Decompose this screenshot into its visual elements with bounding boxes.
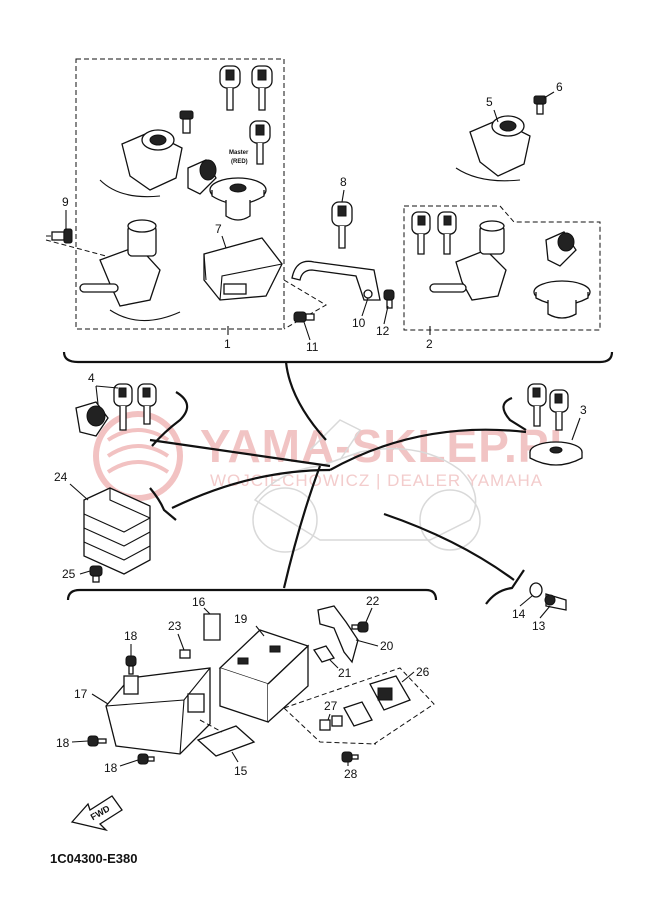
- pad-icon: [312, 645, 336, 663]
- callout-13: 13: [532, 619, 546, 633]
- callout-5: 5: [486, 95, 493, 109]
- master-key-color: (RED): [231, 159, 248, 165]
- screw-icon: [341, 751, 359, 763]
- callout-20: 20: [380, 639, 394, 653]
- relay-icon: [343, 701, 373, 727]
- callout-28: 28: [344, 767, 358, 781]
- screw-icon: [533, 95, 547, 115]
- screw-icon: [383, 289, 395, 309]
- battery-icon: [218, 629, 310, 723]
- callout-15: 15: [234, 764, 248, 778]
- callout-18a: 18: [124, 629, 138, 643]
- callout-6: 6: [556, 80, 563, 94]
- key-icon: [137, 383, 157, 425]
- screw-icon: [125, 655, 137, 675]
- battery-band-icon: [317, 605, 359, 664]
- fwd-arrow-icon: FWD: [70, 795, 123, 832]
- fuse-icon: [179, 649, 191, 659]
- seat-lock-icon: [545, 231, 577, 267]
- screw-icon: [293, 311, 315, 323]
- key-icon: [251, 65, 273, 111]
- callout-10: 10: [352, 316, 366, 330]
- master-key-label: Master: [229, 150, 249, 156]
- screw-icon: [137, 753, 155, 765]
- fuel-cap-icon: [529, 441, 583, 466]
- callout-18b: 18: [56, 736, 70, 750]
- main-switch-icon: [429, 220, 507, 301]
- callout-26: 26: [416, 665, 430, 679]
- key-icon: [527, 383, 547, 427]
- callout-25: 25: [62, 567, 76, 581]
- callout-12: 12: [376, 324, 390, 338]
- motorcycle-silhouette: [252, 419, 481, 553]
- relay-cover-icon: [369, 675, 411, 711]
- fuel-cap-icon: [209, 177, 267, 221]
- group-1-frame: [75, 58, 285, 330]
- watermark-brand: YAMA-SKLEP.PL: [200, 420, 579, 472]
- callout-4: 4: [88, 371, 95, 385]
- lock-cylinder-icon: [99, 129, 183, 198]
- callout-9: 9: [62, 195, 69, 209]
- lock-cylinder-icon: [455, 115, 531, 182]
- bracket-icon: [291, 260, 381, 301]
- seat-lock-icon: [75, 401, 109, 437]
- callout-19: 19: [234, 612, 248, 626]
- gasket-icon: [529, 582, 543, 598]
- callout-24: 24: [54, 470, 68, 484]
- callout-3: 3: [580, 403, 587, 417]
- battery-sheet-icon: [196, 725, 256, 757]
- watermark-logo-icon: [93, 411, 183, 501]
- screw-icon: [89, 565, 103, 583]
- screw-icon: [351, 621, 369, 633]
- diagram-code: 1C04300-E380: [50, 851, 137, 866]
- fuel-cap-icon: [533, 280, 591, 319]
- sensor-icon: [544, 593, 567, 611]
- master-key-icon: [249, 120, 271, 165]
- callout-2: 2: [426, 337, 433, 351]
- watermark-subtitle: WOJCIECHOWICZ | DEALER YAMAHA: [210, 471, 543, 490]
- callout-27: 27: [324, 699, 338, 713]
- group-brace-top: [62, 351, 614, 364]
- watermark: YAMA-SKLEP.PL WOJCIECHOWICZ | DEALER YAM…: [93, 411, 579, 501]
- screw-icon: [179, 110, 194, 134]
- callout-16: 16: [192, 595, 206, 609]
- callouts: 1 2 3 4 5 6 7 8 9 10 11 12 13 14 15 16 1…: [54, 80, 587, 781]
- callout-18c: 18: [104, 761, 118, 775]
- screw-icon: [51, 228, 73, 244]
- screw-icon: [87, 735, 107, 747]
- connector-icon: [319, 715, 343, 731]
- cover-plate-icon: [203, 613, 221, 641]
- seat-lock-icon: [187, 159, 217, 195]
- key-icon: [219, 65, 241, 111]
- key-icon: [113, 383, 133, 431]
- key-icon: [411, 211, 431, 255]
- callout-7: 7: [215, 222, 222, 236]
- group-2-frame: [403, 205, 601, 331]
- key-icon: [437, 211, 457, 255]
- key-icon: [549, 389, 569, 431]
- callout-21: 21: [338, 666, 352, 680]
- callout-1: 1: [224, 337, 231, 351]
- group-brace-bottom: [66, 588, 438, 601]
- callout-11: 11: [306, 340, 319, 354]
- key-icon: [331, 201, 353, 249]
- callout-23: 23: [168, 619, 182, 633]
- callout-17: 17: [74, 687, 88, 701]
- main-switch-icon: [79, 219, 181, 322]
- fuse-box-icon: [105, 667, 211, 755]
- callout-22: 22: [366, 594, 380, 608]
- callout-14: 14: [512, 607, 526, 621]
- ecu-unit-icon: [203, 237, 283, 301]
- relay-unit-icon: [83, 487, 151, 575]
- callout-8: 8: [340, 175, 347, 189]
